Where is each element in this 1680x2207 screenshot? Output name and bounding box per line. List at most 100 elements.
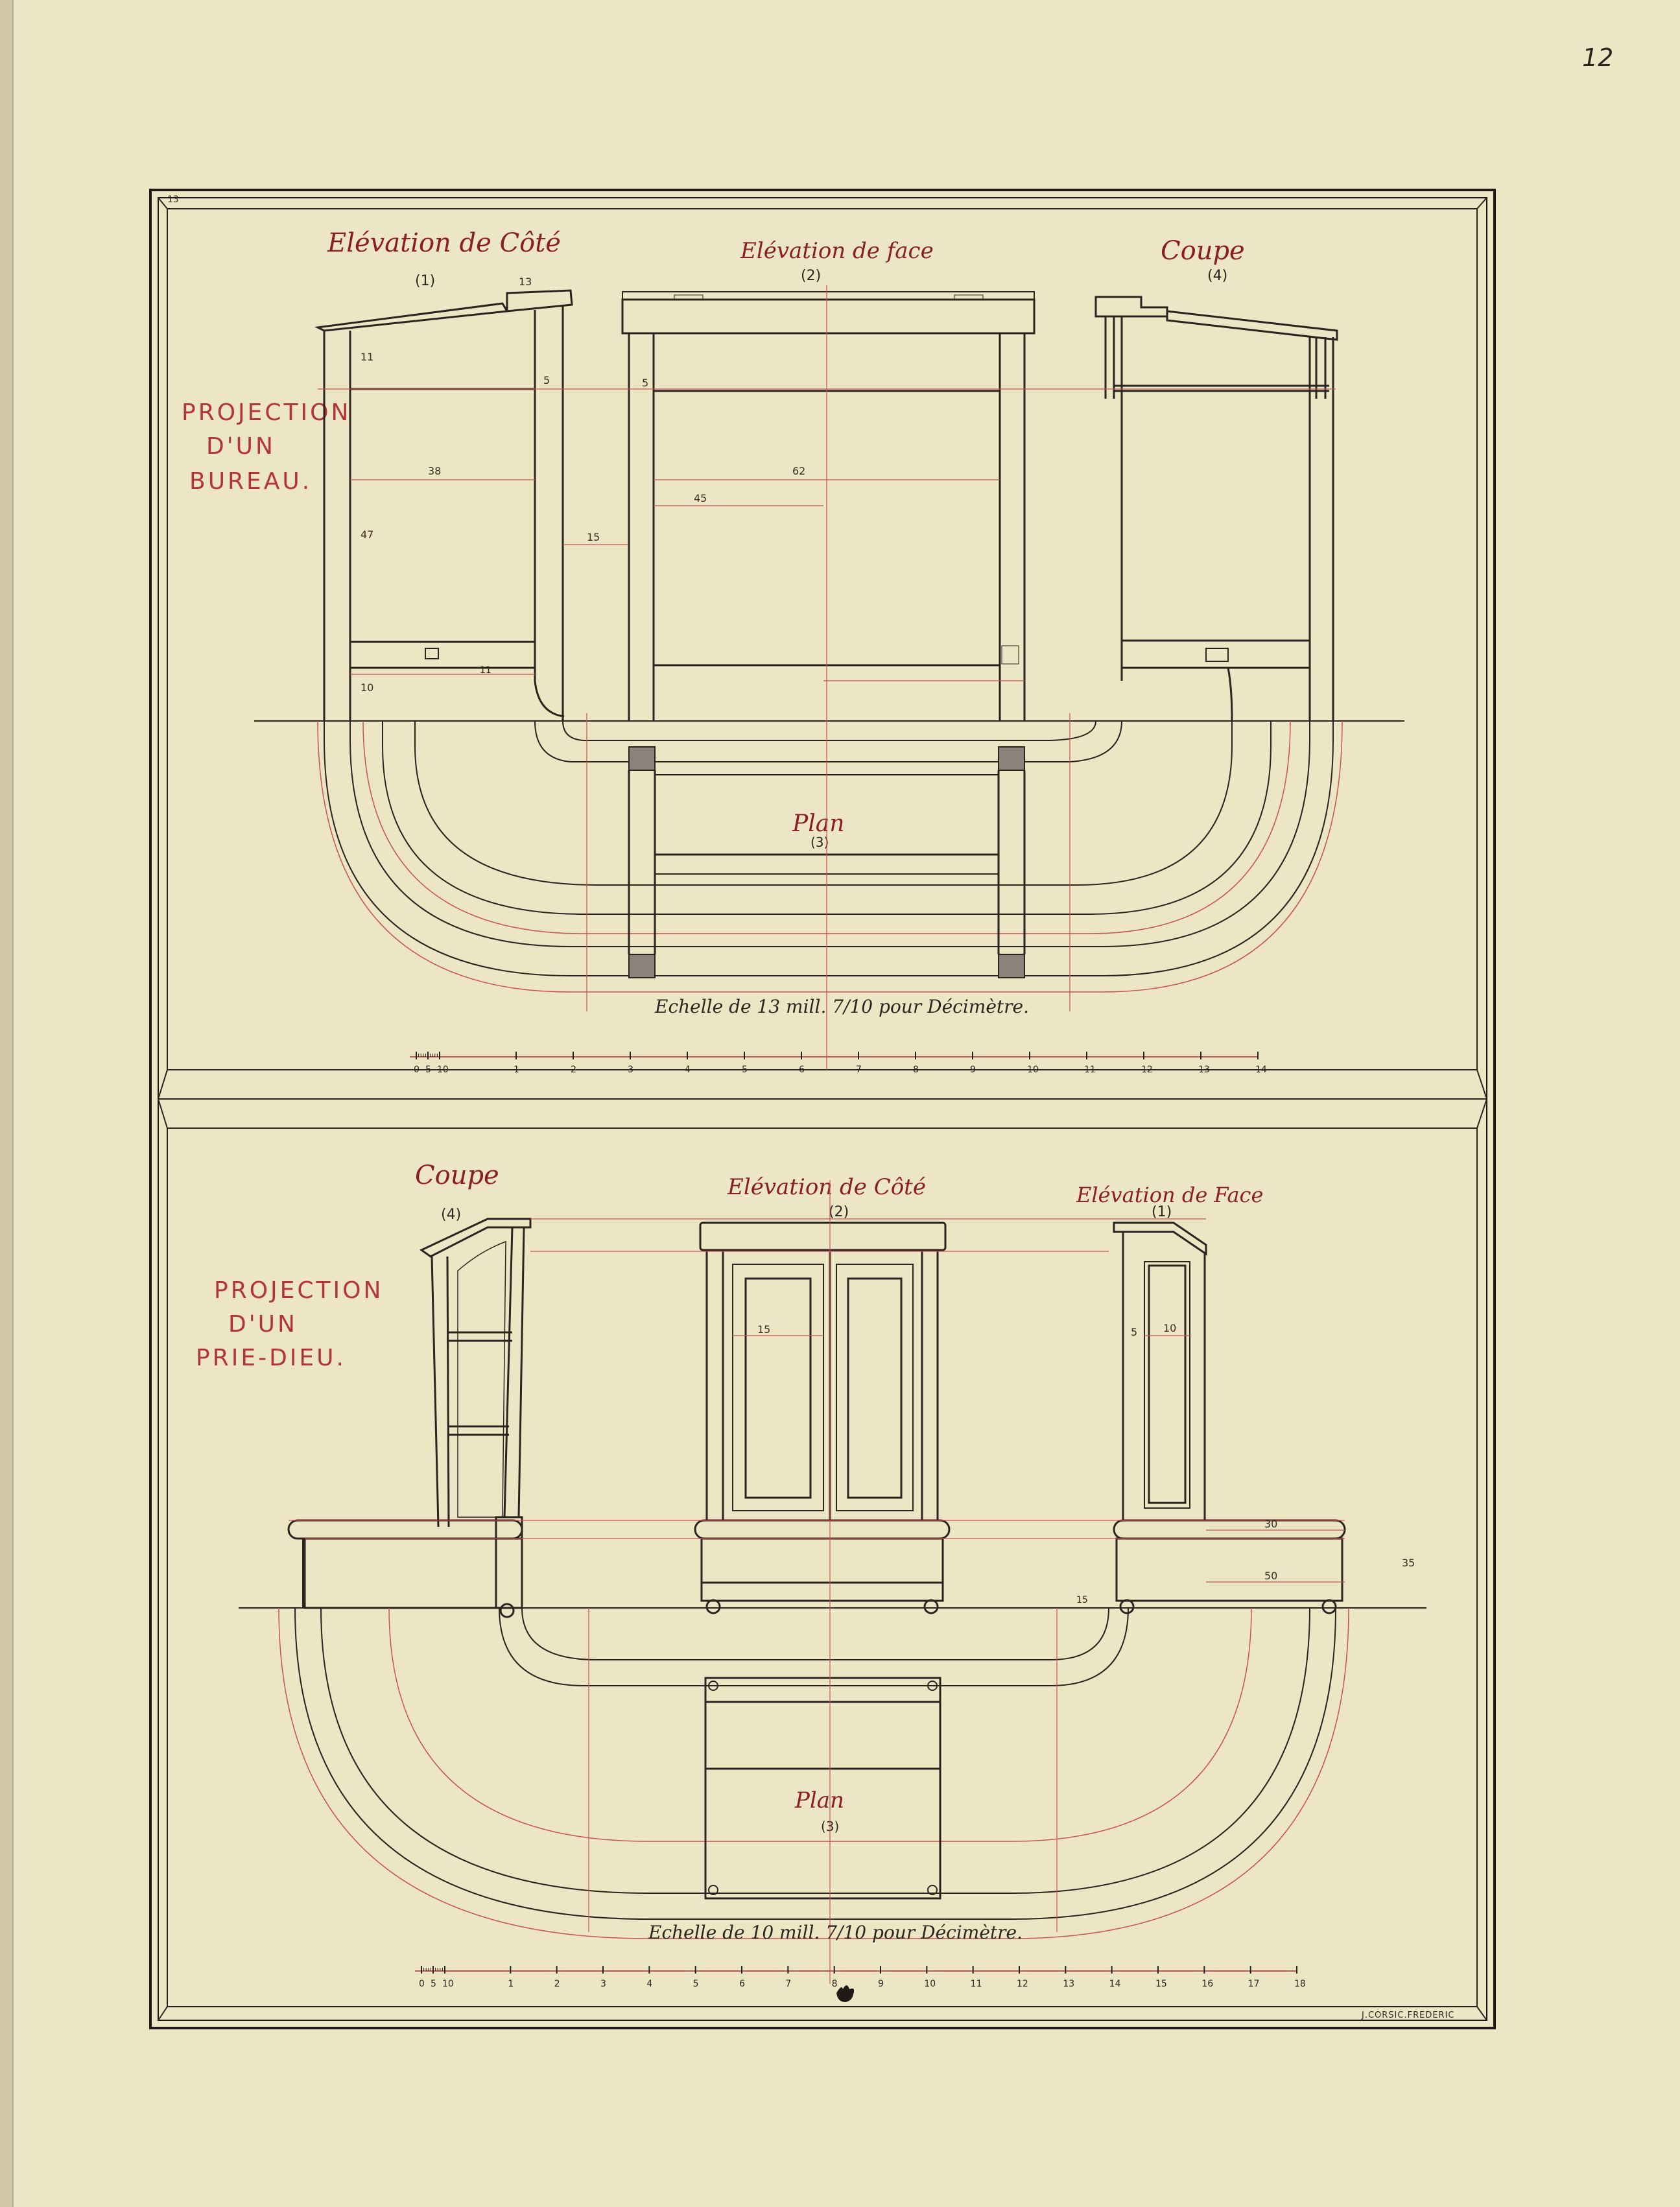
prie-dieu-heading-line-2: D'UN — [228, 1311, 298, 1338]
prie-dieu-scale-tick-label: 7 — [785, 1979, 791, 1989]
bureau-scale-tick-label: 4 — [685, 1065, 691, 1075]
prie-dieu-scale-tick-label: 17 — [1248, 1979, 1260, 1989]
pd-dim-7: 15 — [1076, 1595, 1088, 1605]
prie-dieu-plan-outline — [278, 1607, 1349, 1939]
prie-dieu-scale-tick-label: 6 — [739, 1979, 745, 1989]
prie-dieu-dimensions: 15 5 10 30 50 35 15 — [757, 1322, 1415, 1605]
dim-3: 5 — [543, 374, 550, 386]
bureau-scale-tick-label: 9 — [970, 1065, 976, 1075]
prie-dieu-scale-tick-label: 5 — [693, 1979, 699, 1989]
prie-dieu-scale-tick-label: 14 — [1109, 1979, 1121, 1989]
bureau-heading-line-1: PROJECTION — [182, 399, 351, 426]
prie-dieu-scale-tick-label: 9 — [878, 1979, 884, 1989]
pd-dim-4: 30 — [1264, 1518, 1277, 1530]
bureau-front-number: (2) — [801, 268, 821, 284]
prie-dieu-heading-line-1: PROJECTION — [214, 1277, 383, 1304]
top-panel-frame — [158, 197, 1487, 1100]
prie-dieu-construction-lines — [289, 1180, 1345, 1984]
bureau-scale-tick-label: 10 — [437, 1065, 449, 1075]
prie-dieu-scale-tick-label: 12 — [1017, 1979, 1028, 1989]
bureau-front-label: Elévation de face — [740, 238, 934, 264]
bureau-scale-caption: Echelle de 13 mill. 7/10 pour Décimètre. — [654, 996, 1029, 1017]
prie-dieu-scale-tick-label: 3 — [600, 1979, 606, 1989]
collection-stamp — [836, 1985, 855, 2002]
prie-dieu-scale-tick-label: 5 — [431, 1979, 436, 1989]
dim-5: 47 — [361, 528, 373, 541]
prie-dieu-scale-tick-label: 1 — [508, 1979, 514, 1989]
prie-dieu-scale-tick-label: 11 — [971, 1979, 982, 1989]
prie-dieu-scale-tick-label: 15 — [1155, 1979, 1167, 1989]
prie-dieu-plan-label: Plan — [794, 1788, 844, 1813]
prie-dieu-scale-tick-label: 18 — [1294, 1979, 1306, 1989]
prie-dieu-heading: PROJECTION D'UN PRIE-DIEU. — [196, 1277, 383, 1371]
bureau-scale-tick-label: 10 — [1027, 1065, 1039, 1075]
prie-dieu-scale-tick-label: 16 — [1201, 1979, 1213, 1989]
prie-dieu-side-number: (2) — [829, 1204, 849, 1220]
binding-edge — [0, 0, 13, 2207]
prie-dieu-scale-caption: Echelle de 10 mill. 7/10 pour Décimètre. — [648, 1922, 1023, 1943]
prie-dieu-scale-tick-label: 2 — [554, 1979, 560, 1989]
bureau-scale-tick-label: 7 — [856, 1065, 862, 1075]
bureau-scale-tick-label: 11 — [1084, 1065, 1096, 1075]
bureau-dimensions: 13 11 5 38 47 15 45 62 5 11 10 — [361, 276, 805, 694]
bureau-side-label: Elévation de Côté — [327, 228, 561, 258]
prie-dieu-heading-line-3: PRIE-DIEU. — [196, 1345, 346, 1371]
prie-dieu-scale-tick-label: 0 — [419, 1979, 425, 1989]
bureau-scale-tick-label: 5 — [742, 1065, 748, 1075]
bureau-heading-line-3: BUREAU. — [189, 468, 312, 495]
pd-dim-5: 50 — [1264, 1570, 1277, 1582]
bureau-section-number: (4) — [1207, 268, 1227, 284]
prie-dieu-view-labels: Coupe (4) Elévation de Côté (2) Elévatio… — [415, 1161, 1263, 1834]
dim-8: 62 — [792, 465, 805, 477]
artist-signature: J.CORSIC.FREDERIC — [1361, 2011, 1455, 2020]
plate-number: 13 — [167, 195, 179, 205]
bureau-scale-tick-label: 12 — [1141, 1065, 1153, 1075]
dim-7: 45 — [694, 492, 707, 504]
prie-dieu-section-number: (4) — [441, 1207, 461, 1223]
prie-dieu-scale-tick-label: 4 — [646, 1979, 652, 1989]
page-number: 12 — [1582, 43, 1613, 72]
pd-dim-1: 15 — [757, 1323, 770, 1336]
bureau-plan-number: (3) — [810, 834, 829, 850]
pd-dim-3: 10 — [1163, 1322, 1176, 1334]
pd-dim-6: 35 — [1402, 1557, 1415, 1569]
prie-dieu-side-label: Elévation de Côté — [727, 1174, 926, 1200]
bureau-plan-outline — [317, 720, 1343, 993]
prie-dieu-front-label: Elévation de Face — [1076, 1183, 1263, 1207]
pd-dim-2: 5 — [1131, 1326, 1137, 1338]
bureau-heading: PROJECTION D'UN BUREAU. — [182, 399, 351, 495]
dim-11: 10 — [361, 681, 373, 694]
bureau-scale-tick-label: 13 — [1198, 1065, 1210, 1075]
bureau-scale-tick-label: 6 — [799, 1065, 805, 1075]
bureau-construction-lines — [318, 285, 1336, 1070]
dim-4: 38 — [428, 465, 441, 477]
prie-dieu-section-label: Coupe — [415, 1161, 499, 1190]
prie-dieu-front-elevation — [1113, 1222, 1346, 1614]
bottom-panel-frame — [158, 1098, 1487, 2021]
dim-9: 5 — [642, 377, 648, 389]
bureau-front-elevation — [621, 291, 1035, 721]
bureau-plan-label: Plan — [792, 810, 844, 837]
dim-6: 15 — [587, 531, 600, 543]
dim-1: 13 — [519, 276, 532, 288]
prie-dieu-scale-tick-label: 10 — [924, 1979, 936, 1989]
bureau-side-number: (1) — [415, 273, 435, 289]
prie-dieu-front-number: (1) — [1152, 1204, 1172, 1220]
prie-dieu-scale-tick-label: 10 — [442, 1979, 454, 1989]
bureau-scale-tick-label: 3 — [628, 1065, 633, 1075]
outer-frame — [149, 189, 1496, 2029]
bureau-section — [1094, 296, 1338, 722]
dim-2: 11 — [361, 351, 373, 363]
bureau-scale-tick-label: 8 — [913, 1065, 919, 1075]
bureau-section-label: Coupe — [1161, 236, 1245, 266]
prie-dieu-scale-tick-label: 8 — [832, 1979, 838, 1989]
bureau-heading-line-2: D'UN — [206, 433, 276, 460]
bureau-scale-tick-label: 5 — [425, 1065, 431, 1075]
bureau-scale-tick-label: 2 — [571, 1065, 576, 1075]
bureau-scale-tick-label: 14 — [1255, 1065, 1267, 1075]
dim-10: 11 — [480, 665, 491, 676]
prie-dieu-scale-tick-label: 13 — [1063, 1979, 1074, 1989]
